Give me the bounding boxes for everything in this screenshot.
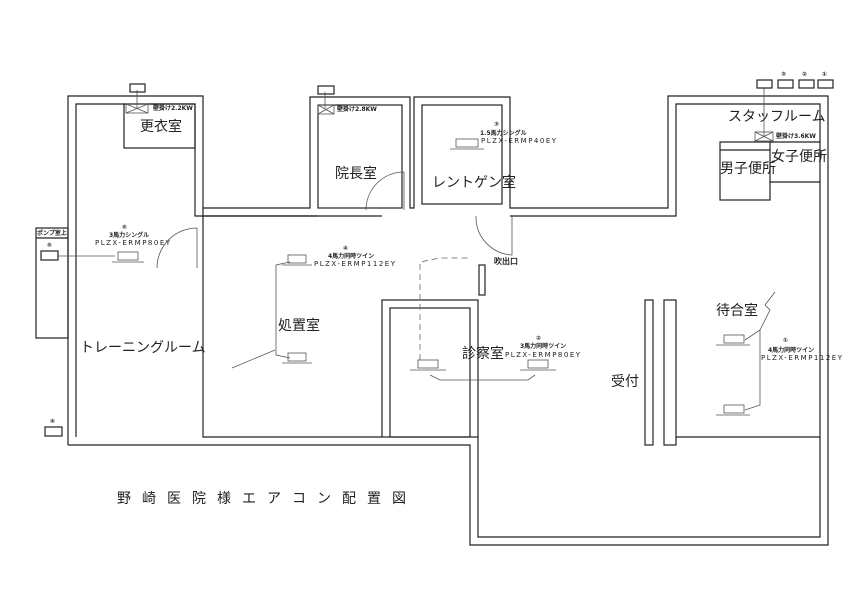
svg-text:①: ① [783, 337, 788, 344]
room-waiting: 待合室 [716, 302, 758, 319]
outdoor-unit-icon [40, 250, 59, 261]
svg-text:4馬力同時ツイン: 4馬力同時ツイン [328, 252, 374, 260]
outdoor-label: ② [802, 71, 807, 78]
outdoor-label: ① [822, 71, 827, 78]
drawing-title: 野崎医院様エアコン配置図 [117, 491, 417, 507]
outdoor-unit-icon [756, 79, 773, 89]
room-pump: ポンプ室上 [37, 229, 67, 237]
room-changing: 更衣室 [140, 118, 182, 135]
indoor-unit-icon [520, 359, 556, 371]
room-exam: 診察室 [462, 345, 504, 362]
indoor-unit-icon [282, 254, 312, 266]
walls [35, 95, 829, 546]
svg-text:PLZX-ERMP40EY: PLZX-ERMP40EY [481, 137, 558, 145]
wall-unit-label: 壁掛け2.2KW [153, 104, 193, 112]
room-womens-toilet: 女子便所 [771, 148, 827, 165]
unit-spec-4: ④ 4馬力同時ツイン PLZX-ERMP112EY [314, 245, 397, 268]
indoor-unit-icon [450, 138, 484, 150]
wall-unit-icon [317, 104, 335, 115]
outlet-label: 吹出口 [494, 256, 518, 266]
svg-text:③: ③ [494, 121, 499, 128]
unit-spec-5: ⑤ 3馬力シングル PLZX-ERMP80EY [95, 224, 172, 247]
svg-text:⑤: ⑤ [122, 224, 127, 231]
outdoor-label: ③ [781, 71, 786, 78]
indoor-unit-icon [112, 251, 144, 263]
doors [156, 171, 513, 269]
outdoor-unit-icon [44, 426, 63, 437]
outdoor-label: ⑤ [47, 242, 52, 249]
unit-spec-3: ③ 1.5馬力シングル PLZX-ERMP40EY [480, 121, 558, 145]
indoor-unit-icon [716, 404, 750, 416]
svg-text:PLZX-ERMP112EY: PLZX-ERMP112EY [761, 354, 844, 362]
wall-unit-icon [754, 131, 774, 142]
room-staff: スタッフルーム [728, 109, 826, 125]
indoor-unit-icon [716, 334, 750, 346]
outdoor-unit-icon [317, 85, 335, 95]
room-treatment: 処置室 [278, 317, 320, 334]
svg-text:1.5馬力シングル: 1.5馬力シングル [480, 129, 527, 137]
svg-text:④: ④ [343, 245, 348, 252]
wall-unit-icon [125, 103, 149, 114]
pipes [58, 88, 776, 411]
outdoor-label: ④ [50, 418, 55, 425]
unit-spec-2: ② 3馬力同時ツイン PLZX-ERMP80EY [505, 335, 582, 359]
svg-text:3馬力シングル: 3馬力シングル [109, 231, 149, 239]
room-reception: 受付 [611, 374, 639, 390]
indoor-unit-icon [282, 352, 312, 364]
room-xray: レントゲン室 [432, 174, 516, 191]
outdoor-unit-icon [817, 79, 834, 89]
unit-spec-1: ① 4馬力同時ツイン PLZX-ERMP112EY [761, 337, 844, 362]
room-mens-toilet: 男子便所 [720, 161, 776, 177]
wall-unit-label: 壁掛け2.8KW [337, 105, 377, 113]
outdoor-unit-icon [777, 79, 794, 89]
svg-text:4馬力同時ツイン: 4馬力同時ツイン [768, 346, 814, 354]
indoor-unit-icon [410, 359, 446, 371]
svg-text:PLZX-ERMP112EY: PLZX-ERMP112EY [314, 260, 397, 268]
svg-text:PLZX-ERMP80EY: PLZX-ERMP80EY [95, 239, 172, 247]
outdoor-unit-icon [129, 83, 146, 93]
outdoor-unit-icon [798, 79, 815, 89]
svg-text:3馬力同時ツイン: 3馬力同時ツイン [520, 342, 566, 350]
wall-unit-label: 壁掛け3.6KW [776, 132, 816, 140]
room-training: トレーニングルーム [80, 340, 206, 356]
svg-text:PLZX-ERMP80EY: PLZX-ERMP80EY [505, 351, 582, 359]
room-director: 院長室 [335, 165, 377, 182]
svg-text:②: ② [536, 335, 541, 342]
